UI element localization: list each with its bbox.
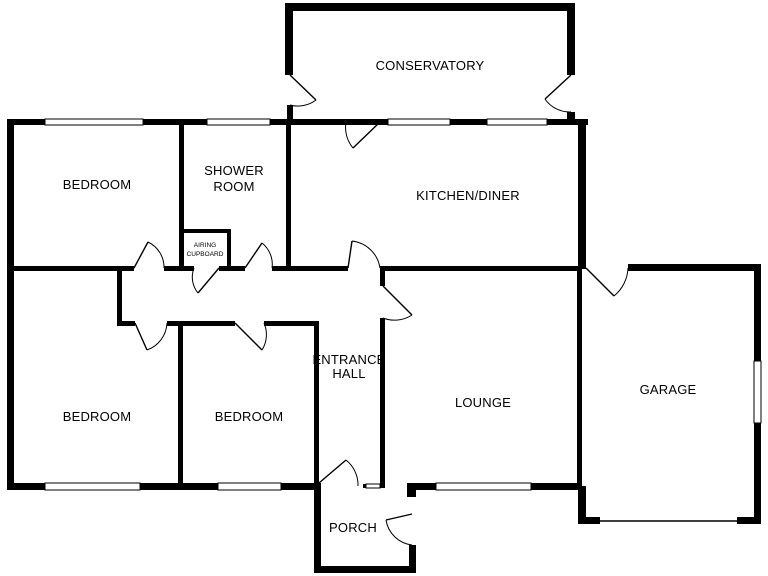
window <box>217 482 282 491</box>
room-label-entrance-hall: HALL <box>332 366 365 381</box>
room-label-conservatory: CONSERVATORY <box>376 58 485 73</box>
room-labels: CONSERVATORY BEDROOM SHOWER ROOM AIRING … <box>63 58 697 535</box>
conservatory-walls <box>285 3 575 123</box>
internal-walls <box>7 122 582 488</box>
window <box>387 118 451 126</box>
room-label-bedroom: BEDROOM <box>63 409 132 424</box>
room-label-airing-cupboard: AIRING <box>194 242 216 249</box>
window <box>753 360 762 424</box>
doors <box>133 74 629 546</box>
room-label-bedroom: BEDROOM <box>215 409 284 424</box>
window <box>486 118 548 126</box>
outer-walls <box>7 119 588 490</box>
room-label-airing-cupboard: CUPBOARD <box>187 251 224 258</box>
window <box>206 118 271 126</box>
room-label-lounge: LOUNGE <box>455 395 511 410</box>
room-label-entrance-hall: ENTRANCE <box>312 352 385 367</box>
windows <box>44 118 762 491</box>
room-label-garage: GARAGE <box>640 382 697 397</box>
room-label-shower-room: ROOM <box>213 179 254 194</box>
room-label-shower-room: SHOWER <box>204 163 264 178</box>
window <box>44 482 141 491</box>
room-label-kitchen-diner: KITCHEN/DINER <box>416 188 520 203</box>
garage-walls <box>578 264 761 524</box>
window <box>44 118 144 126</box>
window <box>435 482 532 491</box>
room-label-bedroom: BEDROOM <box>63 177 132 192</box>
window <box>365 483 381 489</box>
room-label-porch: PORCH <box>329 520 377 535</box>
